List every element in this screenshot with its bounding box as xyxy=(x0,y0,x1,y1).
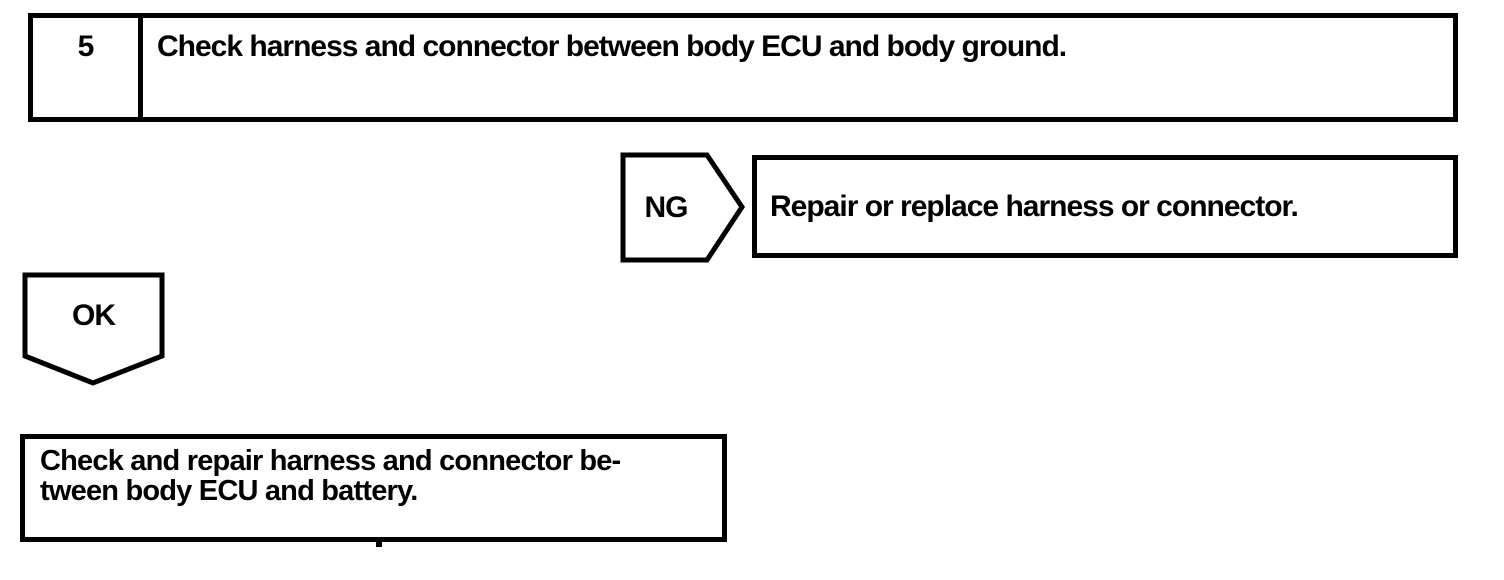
step-number-cell: 5 xyxy=(33,18,143,117)
step-instruction: Check harness and connector between body… xyxy=(157,30,1067,63)
ng-arrow-icon xyxy=(620,152,746,263)
step-number: 5 xyxy=(77,30,95,63)
step-box: 5 Check harness and connector between bo… xyxy=(28,13,1458,122)
scan-artifact xyxy=(376,540,382,547)
ng-label: NG xyxy=(644,190,689,224)
ok-label: OK xyxy=(72,298,116,332)
ok-action-line2: tween body ECU and battery. xyxy=(40,475,418,507)
ok-arrow-icon xyxy=(22,272,165,386)
ng-action-text: Repair or replace harness or connector. xyxy=(770,189,1299,223)
ok-action-box: Check and repair harness and connector b… xyxy=(20,434,727,542)
ok-action-line1: Check and repair harness and connector b… xyxy=(40,445,621,477)
ng-action-box: Repair or replace harness or connector. xyxy=(752,155,1458,258)
